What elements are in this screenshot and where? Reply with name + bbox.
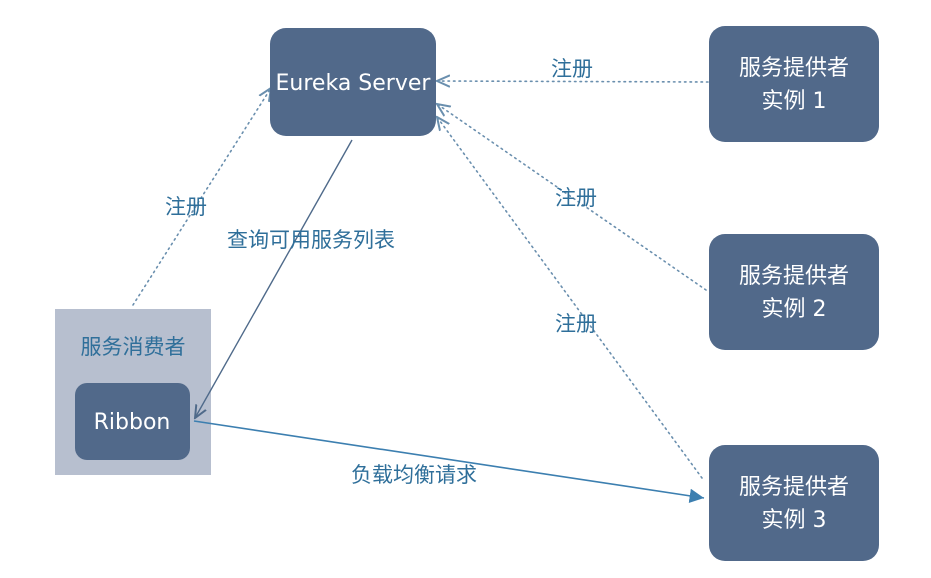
- node-ribbon: Ribbon: [75, 383, 190, 460]
- provider-2-label-line1: 服务提供者: [739, 264, 849, 289]
- ribbon-box: [75, 383, 190, 460]
- edge-provider-3-register: [437, 117, 703, 479]
- edge-consumer-register-label: 注册: [165, 195, 207, 219]
- eureka-server-box: [270, 28, 436, 136]
- provider-2-box: [709, 234, 879, 350]
- provider-1-label-line1: 服务提供者: [739, 56, 849, 81]
- edge-provider-1-register-label: 注册: [551, 57, 593, 81]
- edge-provider-2-register-label: 注册: [555, 186, 597, 210]
- provider-3-box: [709, 445, 879, 561]
- provider-1-label-line2: 实例 1: [762, 89, 827, 114]
- edge-load-balanced-request: [193, 420, 705, 503]
- edge-query-service-list: [195, 139, 353, 418]
- edge-provider-1-register: [437, 81, 709, 82]
- edge-provider-3-register-label: 注册: [555, 312, 597, 336]
- edge-query-service-list-label: 查询可用服务列表: [227, 228, 395, 252]
- provider-1-box: [709, 26, 879, 142]
- consumer-group-label: 服务消费者: [81, 335, 186, 359]
- node-provider-1: 服务提供者 实例 1: [709, 26, 879, 142]
- edge-load-balanced-request-label: 负载均衡请求: [351, 463, 477, 487]
- node-provider-3: 服务提供者 实例 3: [709, 445, 879, 561]
- eureka-server-label: Eureka Server: [276, 71, 432, 96]
- node-provider-2: 服务提供者 实例 2: [709, 234, 879, 350]
- provider-2-label-line2: 实例 2: [762, 297, 827, 322]
- ribbon-label: Ribbon: [94, 410, 171, 435]
- edge-consumer-register: [132, 88, 271, 306]
- node-eureka-server: Eureka Server: [270, 28, 436, 136]
- provider-3-label-line2: 实例 3: [762, 508, 827, 533]
- provider-3-label-line1: 服务提供者: [739, 475, 849, 500]
- edge-provider-2-register: [437, 104, 707, 291]
